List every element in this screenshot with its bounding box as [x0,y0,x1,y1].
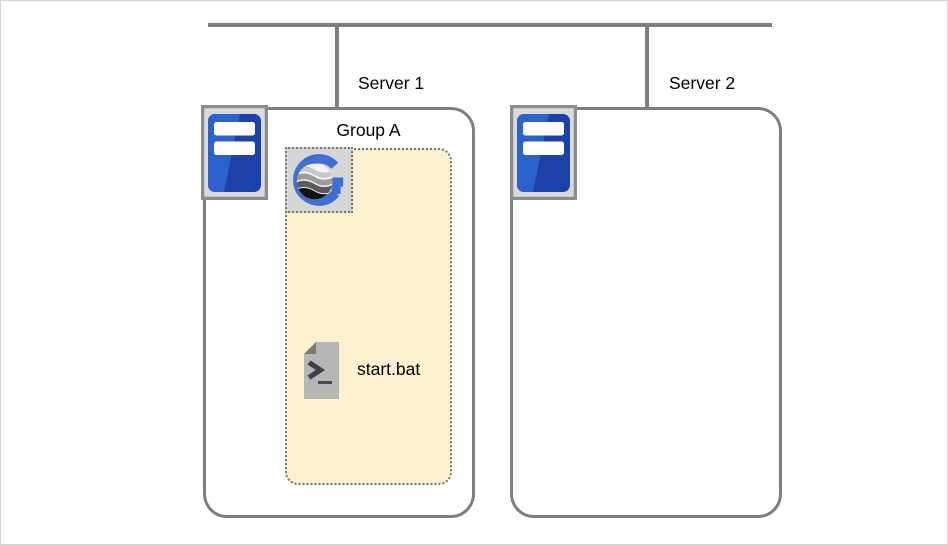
g-logo-icon [289,151,349,209]
server1-connector-line [335,23,339,109]
server-rack-icon [509,104,578,201]
server2-label: Server 2 [669,73,736,93]
server-rack-icon [200,104,269,201]
group-a-logo-tile [285,147,353,213]
server2-connector-line [645,23,649,109]
batch-file-label: start.bat [357,359,421,379]
batch-script-icon [304,342,339,399]
group-a-label: Group A [336,120,401,140]
server1-label: Server 1 [358,73,425,93]
network-bus-line [208,23,772,27]
